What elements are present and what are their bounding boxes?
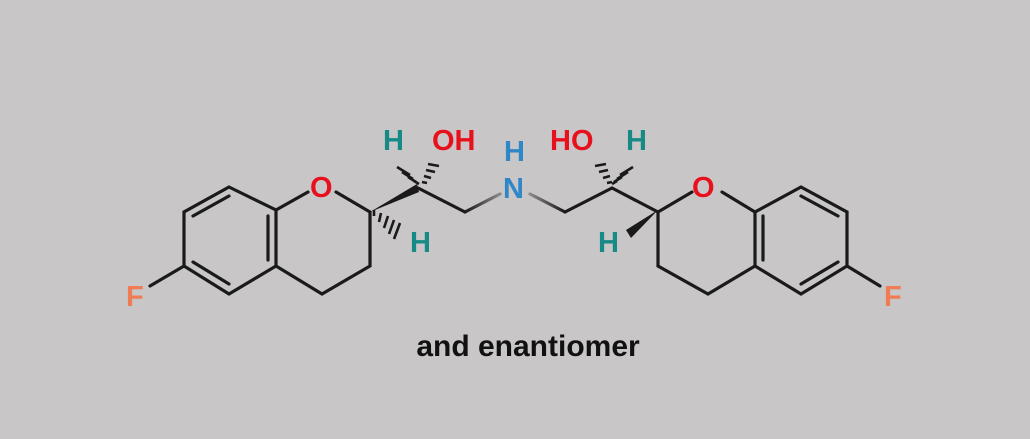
left-stereocenters (370, 162, 502, 240)
left-bold-wedge (370, 184, 419, 212)
stereo-h-left-top-label: H (383, 125, 404, 157)
atom-labels: F F O O OH HO H N H H H H (126, 125, 902, 313)
stereo-h-left-ring-label: H (410, 227, 431, 259)
fluorine-right-label: F (884, 281, 902, 313)
right-benzene-ring (753, 185, 849, 296)
right-top-hash-wedge (611, 165, 634, 186)
left-pyran-ring-2 (274, 190, 372, 296)
right-chain-bond-2 (528, 192, 567, 214)
ring-oxygen-left-label: O (310, 172, 333, 204)
left-oh-hash-wedge (421, 162, 440, 185)
left-chain-bond-1 (416, 186, 467, 214)
left-benzene-double-1 (191, 194, 231, 218)
right-chain-bond-1 (563, 186, 614, 214)
left-benzene-double-2 (191, 260, 231, 286)
left-benzene-ring (182, 185, 278, 296)
right-pyran-ring (720, 190, 757, 214)
right-chroman (656, 185, 882, 296)
right-f-bond (845, 264, 882, 288)
amine-nitrogen-label: N (503, 173, 524, 205)
ring-oxygen-right-label: O (692, 172, 715, 204)
left-chroman (148, 185, 372, 296)
left-f-bond (148, 264, 186, 288)
left-top-hash-wedge (396, 165, 420, 186)
left-pyran-ring (274, 190, 310, 212)
amine-hydrogen-label: H (504, 136, 525, 168)
right-stereocenters (528, 162, 660, 238)
right-benzene-double-2 (799, 260, 840, 286)
right-pyran-ring-2 (656, 190, 757, 296)
left-chain-bond-2 (463, 192, 502, 214)
stereo-h-right-top-label: H (626, 125, 647, 157)
right-ring-bold-wedge (626, 210, 658, 238)
right-c2-bond (610, 186, 660, 214)
left-ring-hash-wedge (372, 210, 402, 240)
caption-text: and enantiomer (416, 330, 640, 363)
fluorine-left-label: F (126, 281, 144, 313)
right-benzene-double-1 (799, 194, 840, 218)
hydroxyl-right-label: HO (550, 125, 594, 157)
right-oh-hash-wedge (594, 162, 613, 185)
hydroxyl-left-label: OH (432, 125, 476, 157)
stereo-h-right-ring-label: H (598, 227, 619, 259)
